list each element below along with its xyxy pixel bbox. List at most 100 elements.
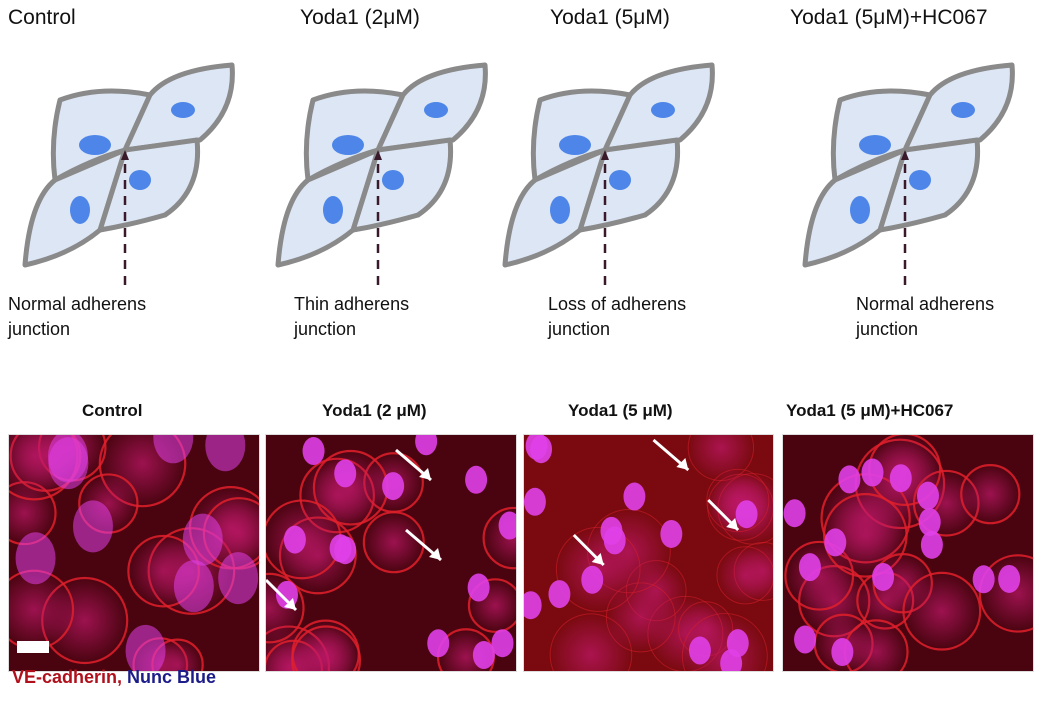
nucleus [850, 196, 870, 224]
nucleus [550, 196, 570, 224]
stained-nucleus [783, 499, 806, 528]
scale-bar [17, 641, 49, 653]
micrograph-title-control: Control [82, 401, 143, 420]
cell-cluster-diagram-yoda1-2um [253, 40, 533, 300]
stained-nucleus [530, 435, 553, 464]
arrowhead-icon [676, 458, 689, 470]
cell-body [902, 571, 982, 651]
stained-nucleus [838, 465, 861, 494]
schematic-title-yoda1-5um: Yoda1 (5μM) [550, 6, 670, 29]
micrograph-title-yoda1-5um: Yoda1 (5 μM) [568, 401, 673, 420]
stained-nucleus [798, 553, 821, 582]
stained-nucleus [688, 636, 711, 665]
cell-cluster-diagram-yoda1-hc067 [780, 40, 1047, 300]
nucleus [859, 135, 891, 155]
arrowhead-icon [374, 150, 382, 160]
cell-body [549, 613, 633, 671]
stained-nucleus [218, 552, 259, 605]
stained-nucleus [918, 508, 941, 537]
micrograph-yoda1-2um [265, 434, 517, 672]
stained-nucleus [660, 519, 683, 548]
stained-nucleus [498, 511, 516, 540]
nucleus [323, 196, 343, 224]
nucleus [424, 102, 448, 118]
stained-nucleus [205, 435, 246, 472]
legend-nunc-blue: Nunc Blue [127, 667, 217, 687]
arrowhead-icon [901, 150, 909, 160]
stained-nucleus [824, 528, 847, 557]
nucleus [171, 102, 195, 118]
stained-nucleus [548, 580, 571, 609]
stained-nucleus [382, 472, 405, 501]
cell-body [362, 511, 425, 574]
micrograph-control [8, 434, 260, 672]
schematic-title-control: Control [8, 6, 76, 29]
arrowhead-icon [601, 150, 609, 160]
stained-nucleus [491, 629, 514, 658]
stained-nucleus [623, 482, 646, 511]
micrograph-title-yoda1-hc067: Yoda1 (5 μM)+HC067 [786, 401, 954, 420]
arrowhead-icon [284, 598, 296, 610]
cell-body [843, 619, 909, 671]
arrowhead-icon [121, 150, 129, 160]
stained-nucleus [726, 629, 749, 658]
stained-nucleus [916, 481, 939, 510]
stained-nucleus [861, 458, 884, 487]
arrowhead-icon [591, 553, 604, 565]
nucleus [79, 135, 111, 155]
cell-body [291, 625, 362, 671]
stained-nucleus [735, 500, 758, 529]
stained-nucleus [283, 525, 306, 554]
stained-nucleus [153, 435, 194, 464]
nucleus [951, 102, 975, 118]
stained-nucleus [972, 565, 995, 594]
stained-nucleus [334, 459, 357, 488]
stained-nucleus [872, 562, 895, 591]
nucleus [609, 170, 631, 190]
stained-nucleus [329, 534, 352, 563]
stained-nucleus [524, 591, 542, 620]
stained-nucleus [427, 629, 450, 658]
stained-nucleus [581, 565, 604, 594]
arrowhead-icon [419, 468, 431, 480]
cell-cluster-diagram-control [0, 40, 280, 300]
stained-nucleus [182, 513, 223, 566]
nucleus [909, 170, 931, 190]
stained-nucleus [889, 464, 912, 493]
nucleus [651, 102, 675, 118]
stained-nucleus [465, 465, 488, 494]
nucleus [559, 135, 591, 155]
nucleus [382, 170, 404, 190]
stained-nucleus [920, 530, 943, 559]
schematic-title-yoda1-hc067: Yoda1 (5μM)+HC067 [790, 6, 988, 29]
micrograph-yoda1-hc067 [782, 434, 1034, 672]
stained-nucleus [125, 624, 166, 671]
nucleus [332, 135, 364, 155]
micrograph-yoda1-5um [523, 434, 774, 672]
stained-nucleus [998, 564, 1021, 593]
stained-nucleus [48, 437, 89, 490]
stained-nucleus [15, 532, 56, 585]
stained-nucleus [302, 437, 325, 466]
stained-nucleus [600, 516, 623, 545]
nucleus [129, 170, 151, 190]
stained-nucleus [467, 573, 490, 602]
schematic-title-yoda1-2um: Yoda1 (2μM) [300, 6, 420, 29]
stain-legend: VE-cadherin, Nunc Blue [12, 667, 216, 688]
cell-body [960, 463, 1021, 525]
stained-nucleus [415, 435, 438, 456]
stained-nucleus [831, 638, 854, 667]
stained-nucleus [72, 500, 113, 553]
cell-body [716, 546, 773, 605]
stained-nucleus [472, 641, 495, 670]
cell-cluster-diagram-yoda1-5um [480, 40, 760, 300]
arrowhead-icon [429, 548, 441, 560]
stained-nucleus [173, 560, 214, 613]
micrograph-title-yoda1-2um: Yoda1 (2 μM) [322, 401, 427, 420]
nucleus [70, 196, 90, 224]
legend-ve-cadherin: VE-cadherin, [12, 667, 123, 687]
